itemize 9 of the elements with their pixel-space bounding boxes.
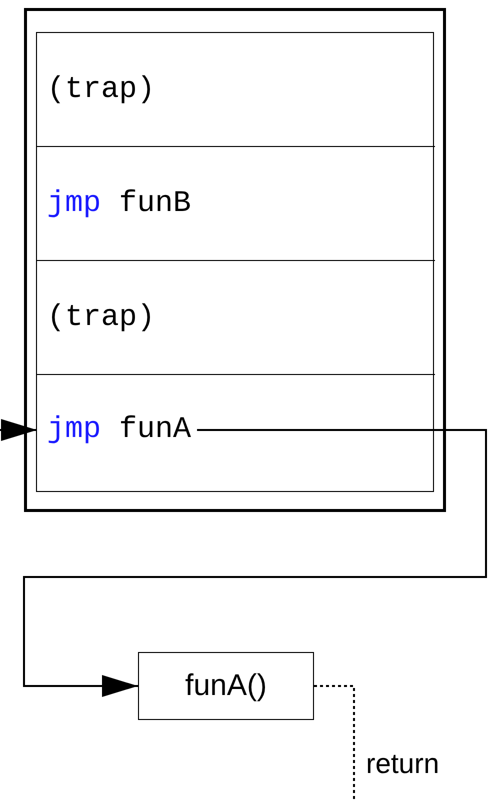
code-text: (trap) xyxy=(47,300,156,334)
arrow xyxy=(0,419,37,441)
function-box xyxy=(138,652,314,720)
function-name: funA() xyxy=(185,669,267,703)
code-text: (trap) xyxy=(47,72,156,106)
code-text: jmp funA xyxy=(47,413,192,447)
code-text: jmp funB xyxy=(47,186,192,220)
arrow xyxy=(23,429,487,697)
dotted-connector xyxy=(314,685,355,800)
